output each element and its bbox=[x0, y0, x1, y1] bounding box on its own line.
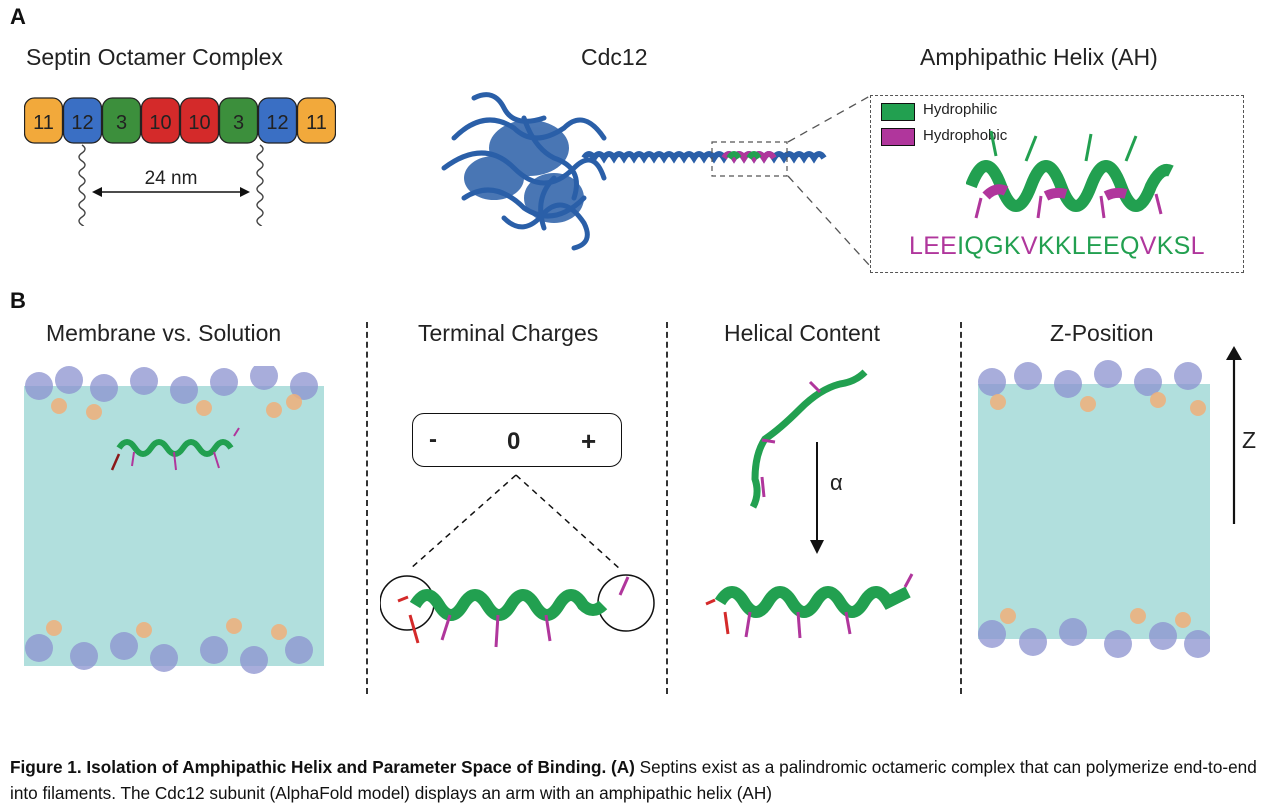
sequence-segment: KS bbox=[1156, 232, 1191, 260]
cdc12-title: Cdc12 bbox=[581, 44, 648, 70]
septin-subunit bbox=[257, 97, 298, 144]
hydrophilic-swatch bbox=[881, 103, 915, 121]
septin-subunit-label: 12 bbox=[266, 112, 288, 134]
panel-b-label: B bbox=[10, 288, 26, 313]
hydrophobic-legend-label: Hydrophobic bbox=[923, 127, 1008, 144]
sequence-segment: KKLEEQ bbox=[1037, 232, 1140, 260]
charge-minus: - bbox=[429, 426, 437, 453]
figure-caption: Figure 1. Isolation of Amphipathic Helix… bbox=[10, 754, 1265, 806]
septin-subunit bbox=[218, 97, 259, 144]
membrane-left bbox=[24, 362, 324, 686]
sequence-segment: V bbox=[1020, 232, 1038, 260]
helical-content-title: Helical Content bbox=[724, 320, 880, 346]
sequence-segment: IQGK bbox=[957, 232, 1021, 260]
septin-subunit-label: 12 bbox=[71, 112, 93, 134]
septin-subunit-label: 3 bbox=[233, 112, 244, 134]
distance-label: 24 nm bbox=[145, 168, 198, 189]
terminal-charges-title: Terminal Charges bbox=[418, 320, 599, 346]
septin-subunit bbox=[23, 97, 64, 144]
septin-subunit-label: 11 bbox=[33, 112, 54, 134]
sequence-segment: LEE bbox=[909, 232, 958, 260]
panel-a-label: A bbox=[10, 4, 26, 29]
septin-subunit-label: 10 bbox=[149, 112, 171, 134]
coil-left bbox=[78, 144, 86, 242]
septin-subunit-label: 3 bbox=[116, 112, 127, 134]
coil-right bbox=[256, 144, 264, 242]
septin-subunit-label: 10 bbox=[188, 112, 210, 134]
membrane-right bbox=[978, 354, 1212, 664]
charge-zero: 0 bbox=[507, 428, 521, 455]
septin-title: Septin Octamer Complex bbox=[26, 44, 283, 70]
septin-subunit bbox=[101, 97, 142, 144]
divider-1 bbox=[366, 322, 368, 694]
septin-subunit bbox=[140, 97, 181, 144]
hydrophilic-legend-label: Hydrophilic bbox=[923, 101, 998, 118]
divider-3 bbox=[960, 322, 962, 694]
ah-sequence: LEEIQGKVKKLEEQVKSL bbox=[909, 232, 1205, 261]
divider-2 bbox=[666, 322, 668, 694]
sequence-segment: L bbox=[1190, 232, 1205, 260]
septin-subunit bbox=[179, 97, 220, 144]
caption-text: Septins exist as a palindromic octameric… bbox=[10, 757, 1257, 803]
ah-detail-box: Hydrophilic Hydrophobic LEEIQGKVKKLEEQVK… bbox=[870, 95, 1244, 273]
z-position-title: Z-Position bbox=[1050, 320, 1154, 346]
hydrophobic-swatch bbox=[881, 128, 915, 146]
z-label: Z bbox=[1242, 427, 1256, 453]
caption-bold: Figure 1. Isolation of Amphipathic Helix… bbox=[10, 757, 635, 777]
ah-title: Amphipathic Helix (AH) bbox=[920, 44, 1158, 70]
zoom-lines bbox=[787, 95, 871, 267]
helical-content-graphic: α bbox=[705, 369, 914, 639]
charge-plus: + bbox=[581, 426, 597, 456]
charge-selector: - 0 + bbox=[412, 413, 622, 467]
septin-subunit bbox=[296, 97, 337, 144]
septin-octamer: 11 12 3 10 10 3 12 11 24 nm bbox=[23, 96, 337, 242]
membrane-vs-solution-title: Membrane vs. Solution bbox=[46, 320, 282, 346]
terminal-charges-helix bbox=[380, 474, 655, 648]
z-axis-arrow: Z bbox=[1226, 346, 1256, 524]
cdc12-structure bbox=[434, 78, 834, 258]
alpha-symbol: α bbox=[830, 470, 843, 495]
septin-subunit-label: 11 bbox=[306, 112, 327, 134]
septin-subunit bbox=[62, 97, 103, 144]
ah-helix bbox=[966, 130, 1174, 219]
sequence-segment: V bbox=[1139, 232, 1157, 260]
